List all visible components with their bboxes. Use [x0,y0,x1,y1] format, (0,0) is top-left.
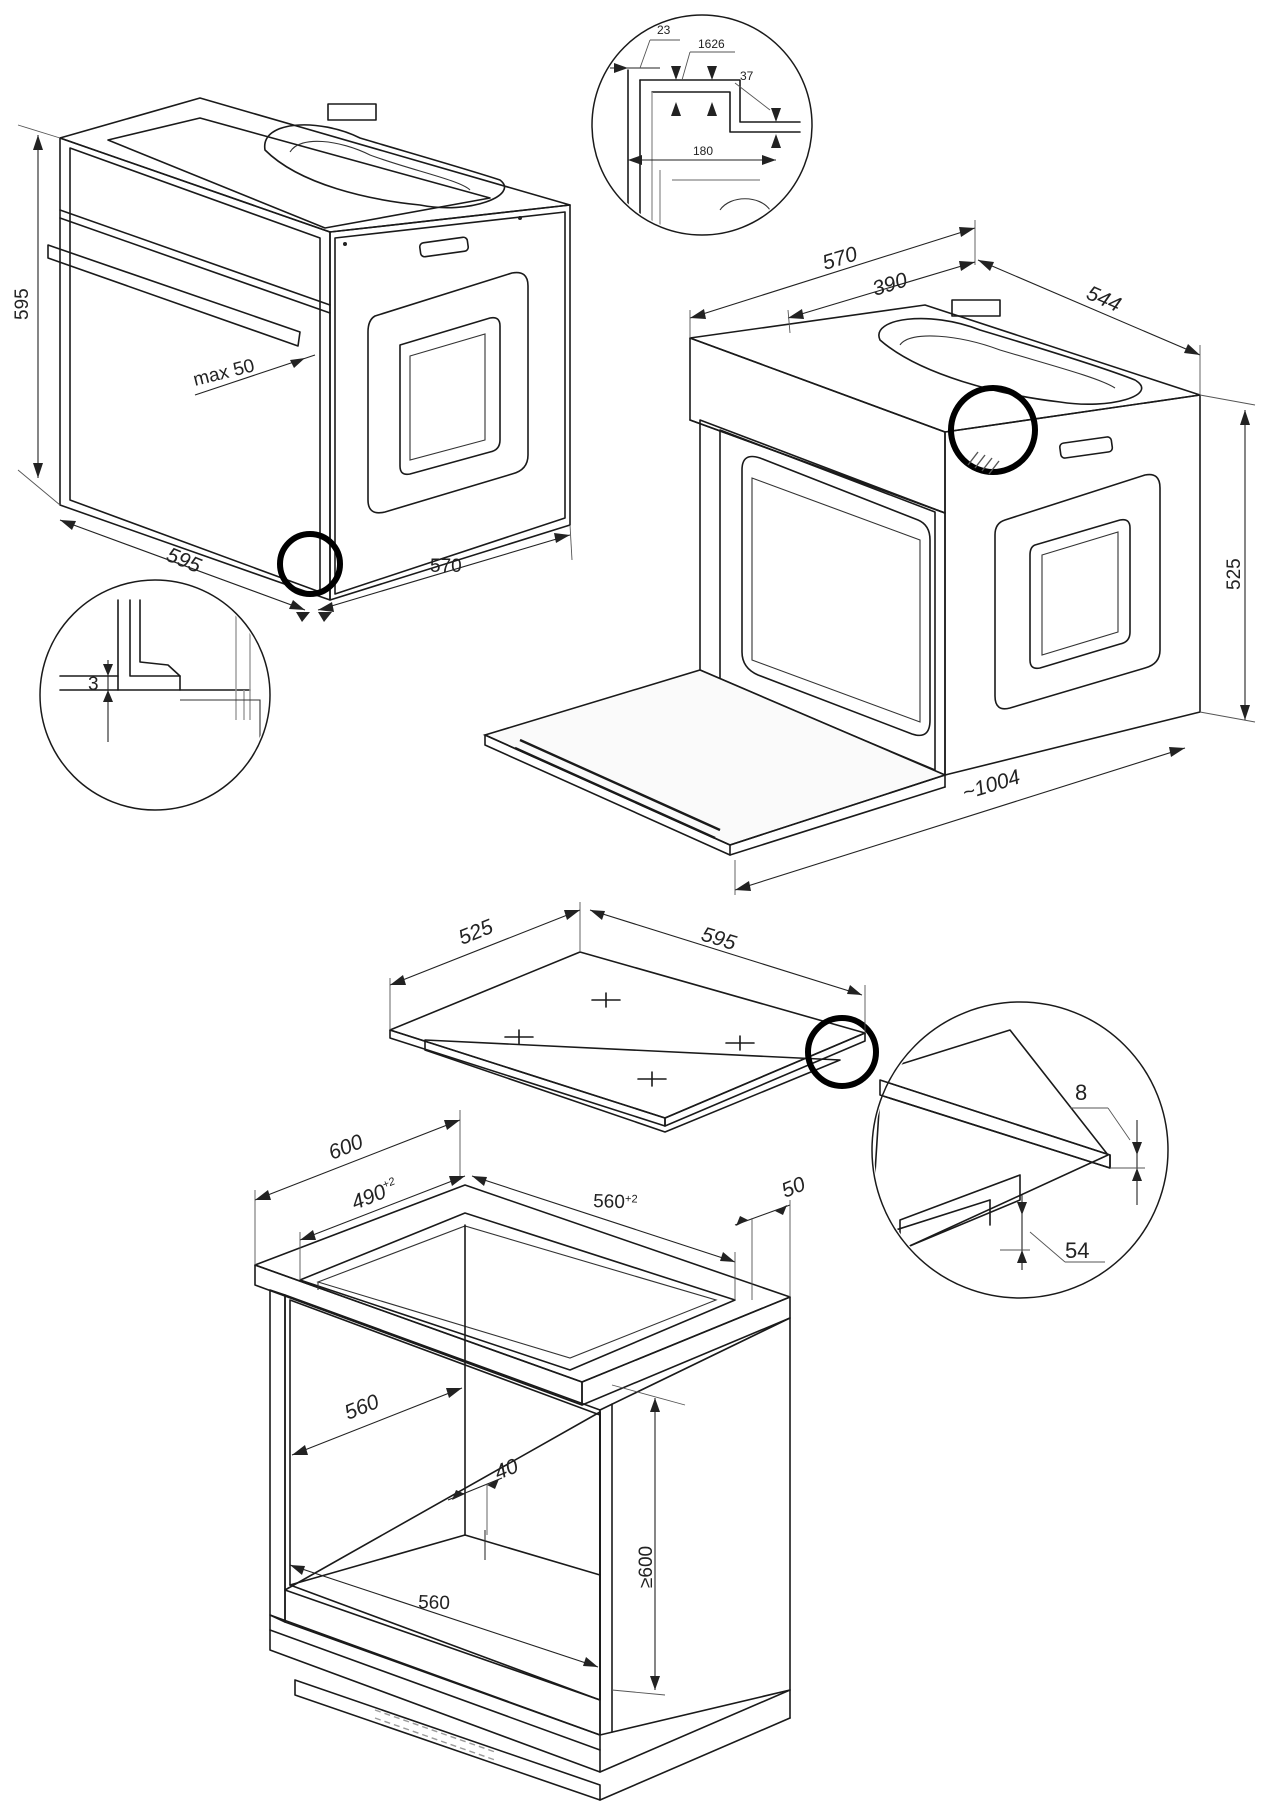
oven-open-top [689,304,1201,433]
cabinet [254,1184,791,1801]
countertop [254,1184,791,1383]
oven-side-panel [329,204,571,601]
label-niche-width-top: 560 [341,1390,382,1425]
label-top-23: 23 [657,23,671,37]
hob-edge-detail-marker [805,1015,879,1089]
oven-control-panel [689,337,946,514]
label-top-180: 180 [693,144,713,158]
oven-top-latch [327,103,377,121]
door-gap-detail-marker [277,531,343,597]
label-cutout-depth: 490+2 [348,1175,401,1214]
hob-zone-markers [504,992,755,1087]
label-hob-depth: 525 [455,915,496,950]
cabinet-right-side [599,1317,791,1736]
oven-door-open [482,669,948,846]
oven-top-surface [59,97,571,233]
cabinet-front-frame [284,1294,601,1736]
label-edge-margin: 50 [778,1172,809,1202]
label-body-depth: 390 [870,268,911,300]
label-total-depth: 570 [820,242,861,274]
label-hob-thickness: 8 [1075,1080,1087,1105]
label-hob-depth-below: 54 [1065,1238,1089,1263]
cabinet-left-side [269,1289,286,1623]
top-vent-detail-marker [948,385,1038,475]
oven-side-dimensions: 595 595 570 max 50 [12,124,573,622]
hob-glass-top [389,951,866,1119]
oven-door-vent [514,738,721,840]
label-oven-depth: 570 [430,556,462,577]
oven-side-view [47,97,571,601]
label-hob-width: 595 [699,923,740,955]
cabinet-vent-slots [374,1709,496,1761]
hob [389,951,879,1133]
label-door-gap: 3 [88,674,99,695]
door-gap-detail: 3 [39,579,271,811]
cabinet-dimensions: 600 490+2 560+2 50 560 40 ≥600 [254,1110,809,1696]
oven-handle [47,244,301,347]
label-door-open-depth: ~1004 [960,766,1023,805]
label-oven-height: 595 [12,288,33,320]
label-top-37: 37 [740,69,754,83]
label-top-1626: 1626 [698,37,725,51]
label-width: 544 [1083,282,1124,317]
label-height: 525 [1224,558,1245,590]
oven-open-latch [951,299,1001,317]
hob-edge-detail: 8 54 [871,1001,1169,1299]
label-niche-height: ≥600 [636,1546,657,1588]
label-oven-width: 595 [163,543,204,578]
top-vent-detail: 23 1626 37 180 [591,14,813,236]
oven-open-side [944,394,1201,776]
label-cutout-width: 560+2 [593,1191,638,1214]
oven-open-view [482,299,1201,856]
label-cabinet-depth: 600 [325,1130,366,1165]
label-niche-width-bottom: 560 [418,1592,450,1614]
